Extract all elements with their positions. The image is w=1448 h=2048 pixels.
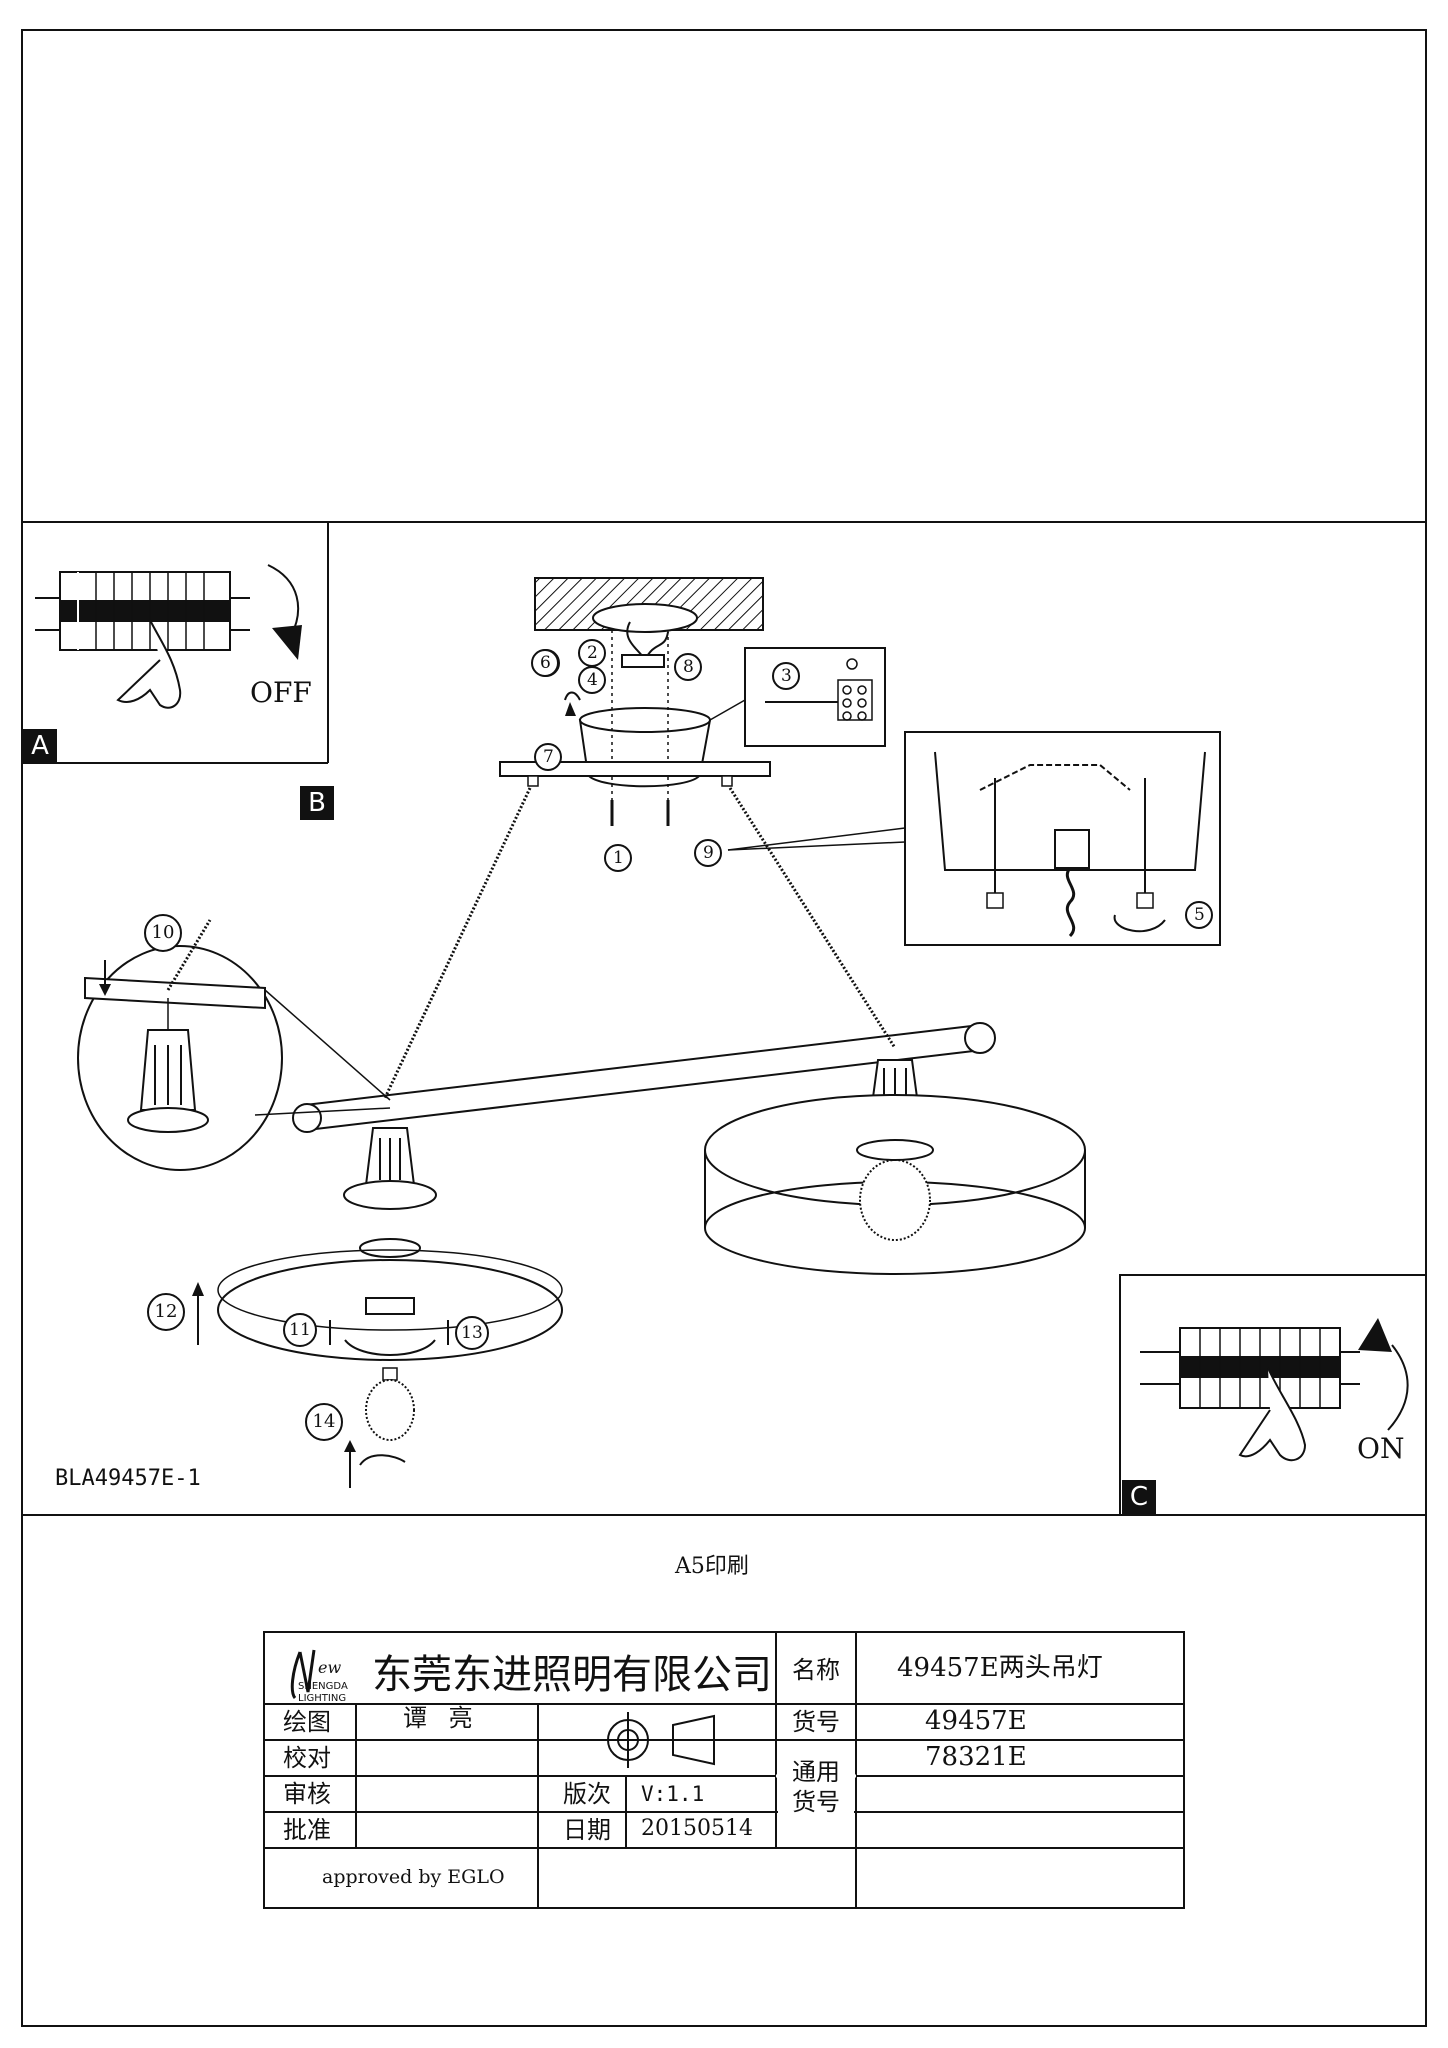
mounting-bracket-icon [621,654,665,668]
step-number: 2 [587,643,598,663]
logo-text: ew [318,1658,342,1677]
general-value: 78321E [925,1742,1027,1772]
item-value: 49457E [925,1706,1027,1736]
step-markers [144,639,1213,1441]
socket-detail-circle [77,919,391,1171]
step-number: 9 [703,843,714,863]
step-number: 3 [781,666,792,686]
bulb-icon [365,1379,415,1441]
step-number: 10 [151,922,175,943]
step-number: 6 [540,653,551,673]
company-name: 东莞东进照明有限公司 [372,1652,772,1698]
arrow-up-icon [1358,1318,1392,1352]
ceiling-canopy [534,577,764,800]
page-frame [21,29,1427,2027]
breaker-strip-icon [35,571,250,651]
panel-label-a: A [23,729,57,763]
switch-on-label: ON [1357,1432,1405,1465]
rotate-arrow-icon [344,1339,436,1356]
logo-text: LIGHTING [298,1693,347,1704]
ground-symbol-icon [846,658,858,670]
hand-icon [1238,1367,1307,1462]
right-lamp-assembled [704,1059,1086,1275]
rotate-arrow-icon [359,1454,406,1466]
version-value: V:1.1 [641,1782,705,1806]
suspension-cable [728,787,897,1049]
date-value: 20150514 [641,1816,753,1841]
step-number: 5 [1194,905,1205,925]
step-number: 12 [154,1301,178,1322]
step-number: 7 [543,747,554,767]
arrow-down-icon [272,625,302,660]
name-value: 49457E两头吊灯 [897,1653,1103,1683]
company-logo-icon [290,1649,316,1699]
date-label: 日期 [563,1816,611,1844]
switch-off-label: OFF [250,676,312,709]
hand-icon [116,619,182,709]
rotate-arrow-icon [1113,914,1166,933]
version-label: 版次 [563,1780,611,1808]
approved-note: approved by EGLO [322,1866,505,1888]
arrow-up-icon [344,1440,356,1452]
panel-c-breaker-on [1119,1274,1427,1516]
suspension-bar [499,761,771,826]
shade-ring-icon [365,1297,415,1315]
step-number: 8 [683,657,694,677]
panel-label-b: B [300,786,334,820]
name-label: 名称 [792,1656,840,1684]
item-label: 货号 [792,1708,840,1736]
step-number: 1 [613,848,624,868]
step-number: 4 [587,670,598,690]
canopy-detail-inset [727,731,1221,946]
print-note: A5印刷 [675,1554,749,1579]
drawing-code: BLA49457E-1 [55,1466,201,1491]
review-label: 审核 [283,1780,331,1808]
check-label: 校对 [283,1744,331,1772]
step-number: 13 [461,1323,483,1343]
rotate-arrow-icon [1387,1344,1409,1431]
projection-symbol-icon [588,1712,715,1768]
lamp-rod [292,1022,996,1133]
general-label: 货号 [792,1788,840,1816]
approve-label: 批准 [283,1816,331,1844]
breaker-strip-icon [1140,1327,1360,1409]
step-number: 14 [312,1411,336,1432]
ground-wire-icon [564,691,581,701]
step-number: 11 [289,1320,311,1340]
general-label: 通用 [792,1758,840,1786]
drawn-value: 谭 亮 [403,1704,473,1732]
suspension-cable [383,787,532,1099]
terminal-block-inset [709,647,886,747]
panel-a-breaker-off [22,522,329,764]
arrow-down-icon [99,984,111,996]
panel-label-c: C [1122,1480,1156,1514]
logo-text: SHENGDA [298,1681,348,1692]
arrow-up-icon [192,1282,204,1296]
drawn-label: 绘图 [283,1708,331,1736]
